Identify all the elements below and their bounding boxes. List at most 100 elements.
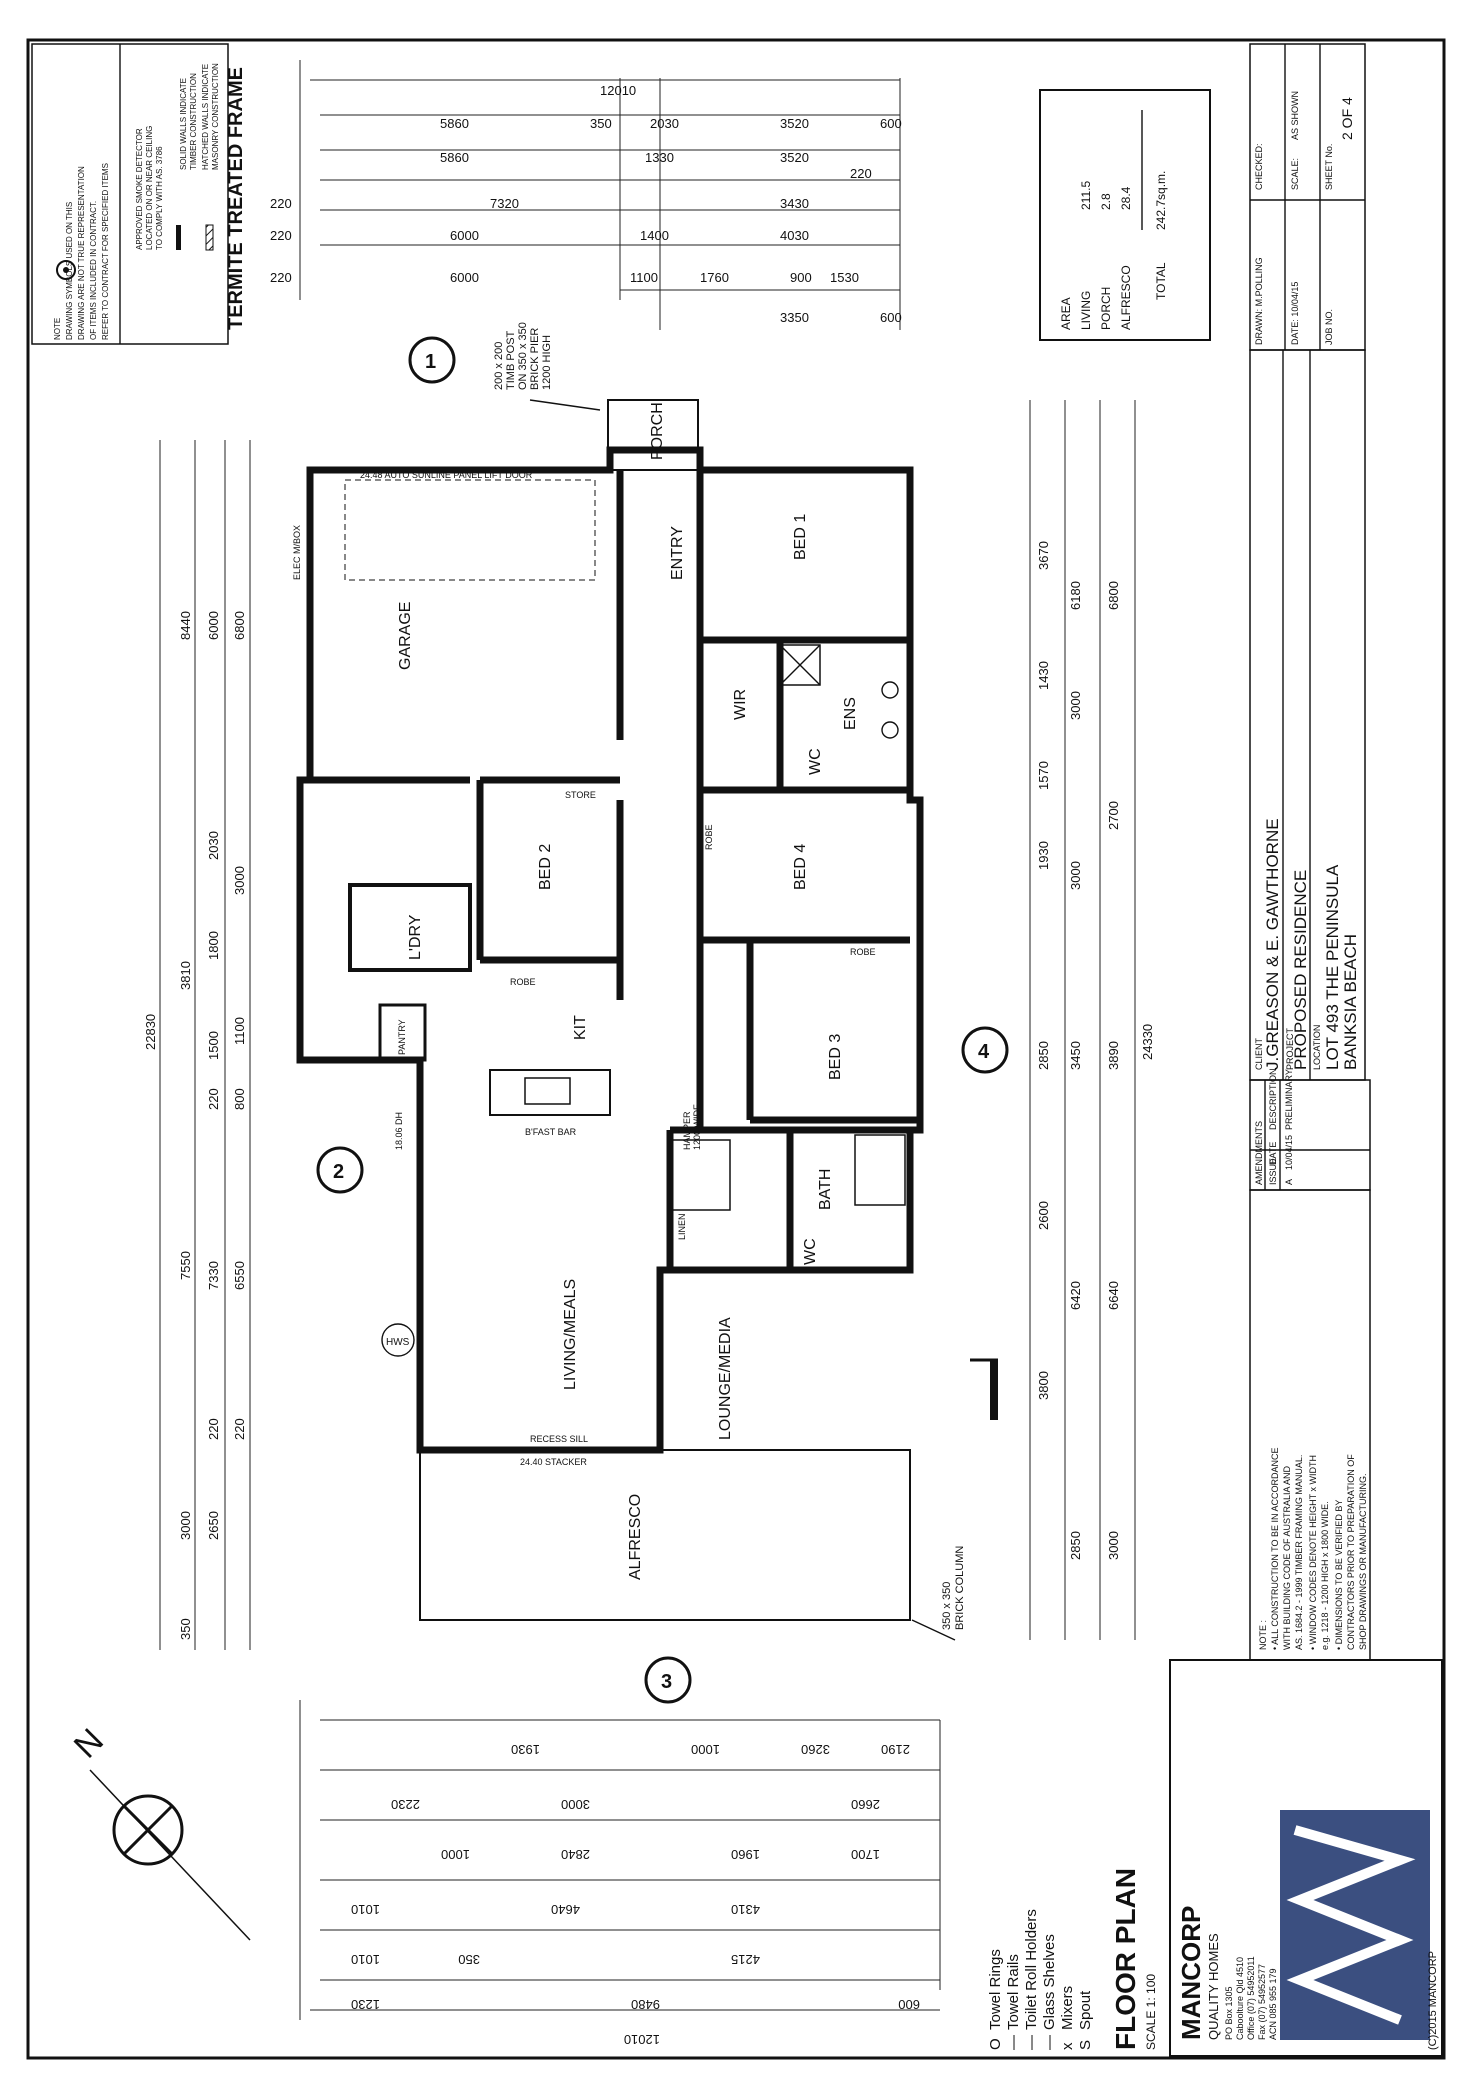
area-label-alfresco: ALFRESCO	[1119, 265, 1133, 330]
date-label: DATE: 10/04/15	[1290, 282, 1300, 345]
amendments-table: AMENDMENTS ISSUE DATE DESCRIPTION A 10/0…	[1249, 1068, 1371, 1191]
room-pantry: PANTRY	[397, 1019, 407, 1055]
left-dim: 6800	[232, 611, 247, 640]
bottom-dim: 1960	[731, 1847, 760, 1862]
top-dim: 600	[880, 116, 902, 131]
top-dim: 900	[790, 270, 812, 285]
project-value: PROPOSED RESIDENCE	[1291, 870, 1310, 1070]
left-dim-overall: 22830	[143, 1014, 158, 1050]
smoke-note-2: TO COMPLY WITH AS. 3786	[155, 146, 164, 250]
top-dim: 350	[590, 116, 612, 131]
left-dim: 1800	[206, 931, 221, 960]
area-table: AREA LIVING 211.5 PORCH 2.8 ALFRESCO 28.…	[1039, 89, 1211, 341]
room-kit: KIT	[572, 1015, 589, 1040]
room-bed2: BED 2	[537, 844, 554, 890]
kitchen-bench	[489, 1069, 611, 1116]
note-line-1: DRAWING SYMBOLS USED ON THIS	[65, 202, 74, 340]
pantry-outline	[378, 1003, 427, 1062]
brand-name: MANCORP	[1176, 1906, 1206, 2040]
top-dimensions: 12010 3520 2030 350 5860 600 3520 1330 5…	[270, 60, 902, 330]
top-dim: 3350	[780, 310, 809, 325]
bath-tub	[854, 1134, 906, 1206]
room-bed1: BED 1	[792, 514, 809, 560]
bottom-dim: 2660	[851, 1797, 880, 1812]
client-value: J.GREASON & E. GAWTHORNE	[1263, 818, 1282, 1070]
right-dim: 3800	[1036, 1371, 1051, 1400]
top-dim: 2030	[650, 116, 679, 131]
room-alfresco: ALFRESCO	[627, 1494, 644, 1580]
note-line-3: OF ITEMS INCLUDED IN CONTRACT.	[89, 201, 98, 340]
marker-1-label: 1	[425, 351, 436, 373]
right-dim: 1930	[1036, 841, 1051, 870]
room-bed3: BED 3	[827, 1034, 844, 1080]
left-dim: 6000	[206, 611, 221, 640]
job-label: JOB NO.	[1324, 309, 1334, 345]
note-line-0: NOTE	[53, 318, 62, 340]
location-label: LOCATION	[1312, 1025, 1322, 1070]
brand-contact-1: Caboolture Qld 4510	[1235, 1957, 1245, 2040]
client-label: CLIENT	[1254, 1037, 1264, 1070]
amend-title: AMENDMENTS	[1254, 1121, 1264, 1185]
top-dim: 1330	[645, 150, 674, 165]
bottom-dim: 4640	[551, 1902, 580, 1917]
cnote: SHOP DRAWINGS OR MANUFACTURING.	[1358, 1473, 1368, 1650]
room-garage: GARAGE	[397, 602, 414, 670]
room-ldry: L'DRY	[407, 914, 424, 960]
sheet-border	[26, 38, 1446, 2060]
cnote: AS. 1684.2 - 1999 TIMBER FRAMING MANUAL.	[1294, 1455, 1304, 1650]
hws-icon	[381, 1323, 415, 1357]
right-dimensions: 3670 1430 1570 1930 2850 2600 3800 2850 …	[1029, 400, 1155, 1640]
area-value-living: 211.5	[1079, 181, 1093, 210]
top-dim: 6000	[450, 270, 479, 285]
amend-h-issue: ISSUE	[1268, 1158, 1278, 1185]
left-dim: 2030	[206, 831, 221, 860]
north-label: N	[67, 1721, 111, 1765]
section-marker-4: 4	[961, 1026, 1009, 1074]
section-marker-3: 3	[644, 1656, 692, 1704]
column-line: 350 x 350	[941, 1582, 953, 1630]
legend-symbol-5: S	[1077, 2040, 1094, 2050]
amend-desc: PRELIMINARY	[1284, 1069, 1294, 1130]
left-dim: 6550	[232, 1261, 247, 1290]
dh-note: 18.06 DH	[394, 1112, 404, 1150]
bottom-dim: 1700	[851, 1847, 880, 1862]
bottom-dim: 1230	[351, 1997, 380, 2012]
ens-shower	[779, 644, 821, 686]
location-value-2: BANKSIA BEACH	[1341, 934, 1360, 1070]
legend-label-1: Towel Rails	[1005, 1954, 1022, 2030]
scale-value: AS SHOWN	[1290, 91, 1300, 140]
bottom-dim: 1000	[691, 1742, 720, 1757]
hatched-note-0: HATCHED WALLS INDICATE	[201, 64, 210, 170]
top-dim: 220	[270, 270, 292, 285]
left-dim: 2650	[206, 1511, 221, 1540]
brand-copyright: (C)2015 MANCORP	[1427, 1951, 1439, 2050]
hatched-wall-icon	[205, 224, 214, 251]
bottom-dim: 4310	[731, 1902, 760, 1917]
area-total-label: TOTAL	[1154, 262, 1168, 300]
left-dim: 8440	[178, 611, 193, 640]
room-ens: ENS	[842, 697, 859, 730]
left-dim: 350	[178, 1618, 193, 1640]
cnote: WITH BUILDING CODE OF AUSTRALIA AND	[1282, 1465, 1292, 1650]
right-dim: 3450	[1068, 1041, 1083, 1070]
top-dim: 1100	[630, 270, 658, 285]
area-value-alfresco: 28.4	[1119, 186, 1133, 210]
right-dim: 6640	[1106, 1281, 1121, 1310]
note-line-4: REFER TO CONTRACT FOR SPECIFIED ITEMS	[101, 163, 110, 340]
project-label: PROJECT	[1285, 1027, 1295, 1070]
post-line: BRICK PIER	[529, 328, 541, 390]
checked-label: CHECKED:	[1254, 143, 1264, 190]
bottom-dim: 1930	[511, 1742, 540, 1757]
cnote: CONTRACTORS PRIOR TO PREPARATION OF	[1346, 1454, 1356, 1650]
cnote: NOTE :	[1258, 1620, 1268, 1650]
construction-notes: NOTE : • ALL CONSTRUCTION TO BE IN ACCOR…	[1249, 1189, 1371, 1661]
room-robe: ROBE	[704, 824, 714, 850]
bottom-dim: 350	[458, 1952, 480, 1967]
left-dim: 3810	[178, 961, 193, 990]
floor-plan-title: FLOOR PLAN	[1110, 1868, 1141, 2050]
top-dim: 3520	[780, 116, 809, 131]
legend-label-5: Spout	[1077, 1990, 1094, 2030]
area-label-porch: PORCH	[1099, 287, 1113, 330]
bottom-dim: 2840	[561, 1847, 590, 1862]
